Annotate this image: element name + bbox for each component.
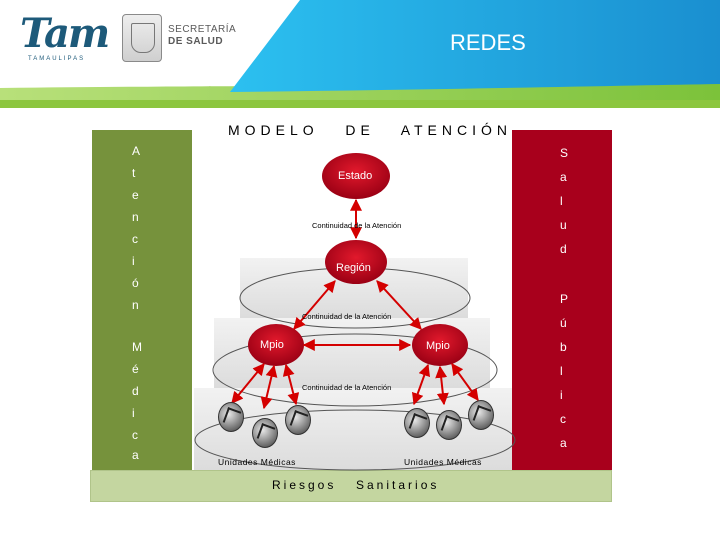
diagram-title: MODELO DE ATENCIÓN bbox=[228, 122, 512, 138]
region-node bbox=[325, 240, 387, 284]
mpio-unit-arrow bbox=[451, 363, 479, 401]
mpio-unit-arrow bbox=[412, 363, 430, 406]
page-title: REDES bbox=[450, 30, 526, 55]
continuity-label-2: Continuidad de la Atención bbox=[302, 312, 392, 321]
left-vertical-char: é bbox=[132, 362, 139, 376]
mpio-unit-arrow bbox=[282, 363, 300, 406]
footer-word-riesgos: Riesgos bbox=[272, 478, 337, 492]
dept-name-line1: SECRETARÍA bbox=[168, 24, 237, 35]
mpio-unit-arrow bbox=[435, 365, 449, 406]
mpio-right-node bbox=[412, 324, 468, 366]
left-vertical-char: A bbox=[132, 144, 141, 158]
header: Tam TAMAULIPAS SECRETARÍA DE SALUD REDES bbox=[0, 0, 720, 108]
left-vertical-char: n bbox=[132, 298, 139, 312]
health-unit-icon bbox=[468, 400, 494, 430]
left-vertical-char: a bbox=[132, 448, 139, 462]
right-vertical-char: d bbox=[560, 242, 567, 256]
right-vertical-char: i bbox=[560, 388, 563, 402]
right-bar-salud-publica: S a l u d P ú b l i c a bbox=[512, 130, 612, 470]
tam-logo-text: Tam bbox=[20, 10, 110, 57]
right-vertical-char: S bbox=[560, 146, 569, 160]
right-vertical-char: l bbox=[560, 364, 563, 378]
tam-logo-subtext: TAMAULIPAS bbox=[28, 56, 86, 62]
mpio-right-label: Mpio bbox=[426, 340, 450, 352]
continuity-label-3: Continuidad de la Atención bbox=[302, 383, 392, 392]
left-vertical-char: t bbox=[132, 166, 136, 180]
dept-name-line2: DE SALUD bbox=[168, 36, 224, 47]
left-vertical-char: e bbox=[132, 188, 139, 202]
left-vertical-char: c bbox=[132, 428, 138, 442]
mpio-unit-arrow bbox=[260, 364, 278, 410]
left-vertical-char: n bbox=[132, 210, 139, 224]
left-vertical-char: i bbox=[132, 406, 135, 420]
right-vertical-char: a bbox=[560, 170, 567, 184]
health-unit-icon bbox=[436, 410, 462, 440]
estado-node bbox=[322, 153, 390, 199]
units-left-label: Unidades Médicas bbox=[218, 457, 296, 467]
left-vertical-char: i bbox=[132, 254, 135, 268]
estado-label: Estado bbox=[338, 170, 373, 182]
mpio-unit-arrow bbox=[231, 363, 265, 404]
health-unit-icon bbox=[404, 408, 430, 438]
left-vertical-char: d bbox=[132, 384, 139, 398]
continuity-label-1: Continuidad de la Atención bbox=[312, 221, 402, 230]
right-vertical-char: b bbox=[560, 340, 567, 354]
right-vertical-char: c bbox=[560, 412, 566, 426]
right-vertical-char: u bbox=[560, 218, 567, 232]
units-level-ring bbox=[194, 409, 516, 471]
left-vertical-char: c bbox=[132, 232, 138, 246]
region-label: Región bbox=[336, 262, 371, 274]
mpio-left-node bbox=[248, 324, 304, 366]
header-banner bbox=[0, 0, 720, 108]
health-unit-icon bbox=[218, 402, 244, 432]
units-right-label: Unidades Médicas bbox=[404, 457, 482, 467]
health-unit-icon bbox=[285, 405, 311, 435]
municipality-level-ring bbox=[212, 333, 498, 407]
riesgos-sanitarios-bar bbox=[90, 470, 612, 502]
health-unit-icon bbox=[252, 418, 278, 448]
left-bar-atencion-medica: A t e n c i ó n M é d i c a bbox=[92, 130, 192, 470]
region-mpio-right-arrow bbox=[376, 280, 422, 330]
right-vertical-char: P bbox=[560, 292, 569, 306]
left-vertical-char: M bbox=[132, 340, 142, 354]
mpio-left-label: Mpio bbox=[260, 339, 284, 351]
left-vertical-char: ó bbox=[132, 276, 139, 290]
seal-icon bbox=[122, 14, 162, 62]
region-mpio-left-arrow bbox=[293, 280, 336, 330]
right-vertical-char: a bbox=[560, 436, 567, 450]
right-vertical-char: l bbox=[560, 194, 563, 208]
right-vertical-char: ú bbox=[560, 316, 567, 330]
footer-word-sanitarios: Sanitarios bbox=[356, 478, 440, 492]
